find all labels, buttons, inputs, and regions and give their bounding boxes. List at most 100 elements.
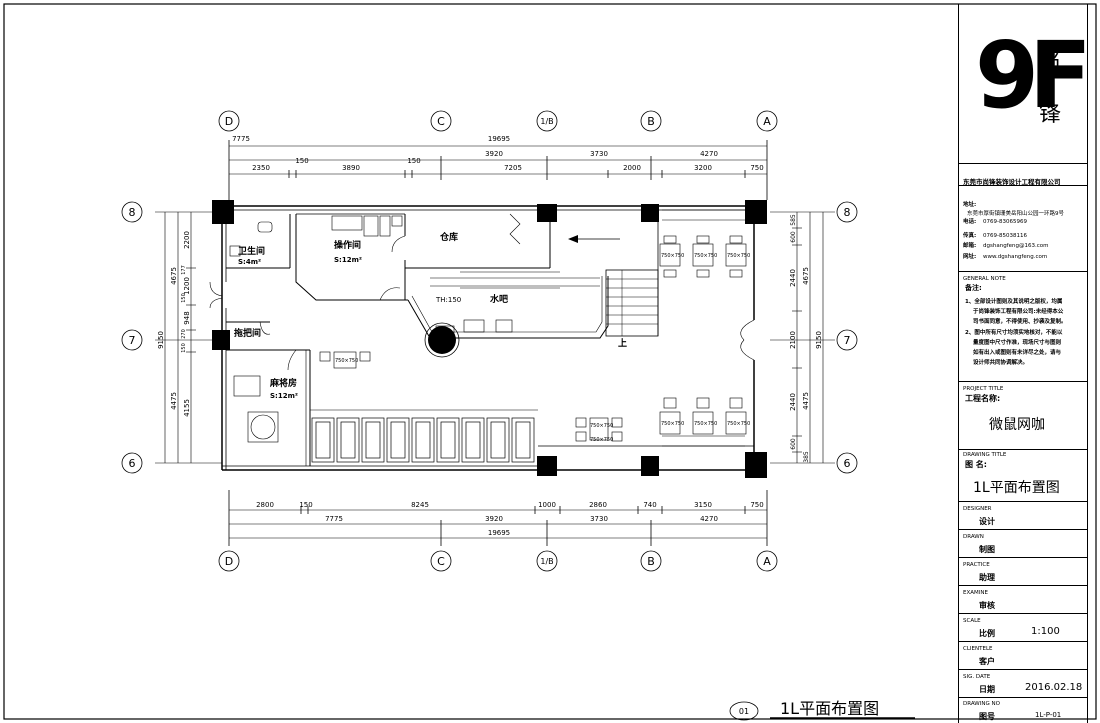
right-dim-385: 385 [803,451,810,463]
room-label-mop: 拖把间 [234,327,261,339]
right-dim-total: 9150 [815,331,823,349]
email-value: dgshangfeng@163.com [983,243,1049,249]
axis-label-c-top: C [437,115,445,128]
drawing-no-cn: 图号 [979,712,995,721]
bottom-dim-2860: 2860 [589,501,607,509]
practice-row: PRACTICE 助理 [959,558,1087,586]
axis-bubbles-bottom: D C 1/B B A [218,550,778,572]
top-dim-4270: 4270 [700,150,718,158]
address-label: 地址: [963,202,977,208]
note-line-4: 2、图中所有尺寸均须实地核对，不能以 [965,330,1063,336]
top-dim-750: 750 [750,164,763,172]
room-area-mahjong: S:12m² [270,392,298,400]
room-label-prep: 操作间 [334,239,361,251]
table-size-8: 750×750 [590,437,613,443]
left-dim-4675: 4675 [170,267,178,285]
right-dim-4675: 4675 [802,267,810,285]
scale-cn: 比例 [979,629,995,638]
logo-area: 9F 尚 锋 [959,4,1092,164]
general-note-en: GENERAL NOTE [963,276,1006,282]
drawing-no-value: 1L-P-01 [1035,711,1062,719]
bottom-dim-750: 750 [750,501,763,509]
drawing-title-en: DRAWING TITLE [963,452,1007,458]
building-walls [209,205,758,471]
top-dim-7205: 7205 [504,164,522,172]
left-dim-4155: 4155 [183,399,191,417]
project-title-area: PROJECT TITLE 工程名称: 微鼠网咖 [959,382,1087,450]
right-dim-600b: 600 [790,438,797,450]
axis-label-6-right: 6 [844,457,851,470]
bottom-dim-150: 150 [299,501,312,509]
left-dim-1200: 1200 [183,277,191,295]
note-line-1: 1、全部设计图则及其说明之版权，均属 [965,299,1063,305]
table-size-3: 750×750 [727,253,750,259]
right-dim-585: 585 [790,214,797,226]
axis-label-1b-bottom: 1/B [540,557,553,566]
room-label-storage: 仓库 [439,231,458,243]
project-name: 微鼠网咖 [989,417,1045,433]
logo-number: 9F [975,22,1092,129]
bottom-dim-7775: 7775 [325,515,343,523]
booth-sofas [311,417,535,463]
bottom-dim-total: 19695 [488,529,510,537]
drawing-frame [3,3,1097,720]
left-dim-2200: 2200 [183,231,191,249]
structural-columns [212,200,767,478]
title-number: 01 [739,707,749,716]
right-dim-600a: 600 [790,231,797,243]
date-cn: 日期 [979,685,995,694]
note-line-7: 设计师共同协调解决。 [973,360,1029,366]
left-dim-150b: 150 [181,343,187,353]
examine-row: EXAMINE 审核 [959,586,1087,614]
drawing-no-en: DRAWING NO [963,701,1000,707]
right-dim-2440a: 2440 [789,269,797,287]
date-value: 2016.02.18 [1025,682,1083,693]
right-dimensions: 585 600 2440 2100 2440 600 385 4675 4475… [770,211,835,464]
fax-label: 传真: [963,233,977,239]
date-row: SIG. DATE 日期 2016.02.18 [959,670,1087,698]
left-dimensions: 9150 4675 4475 2200 1200 948 4155 177 15… [155,211,222,464]
web-label: 网址: [963,254,977,260]
contact-area: 地址: 东莞市厚街镇珊美岳阳山公园一环路9号 电话: 0769-83065969… [959,186,1087,272]
bottom-drawing-title: 01 1L平面布置图 [729,699,915,721]
axis-label-b-bottom: B [647,555,655,568]
bottom-dim-4270: 4270 [700,515,718,523]
bottom-dim-740: 740 [643,501,656,509]
axis-label-7-left: 7 [129,334,136,347]
title-block: 9F 尚 锋 东莞市尚锋装饰设计工程有限公司 地址: 东莞市厚街镇珊美岳阳山公园… [958,4,1092,723]
fixtures [229,215,513,443]
drawing-title-cn: 图 名: [965,460,987,469]
top-dim-3730: 3730 [590,150,608,158]
note-line-2: 于尚锋装饰工程有限公司:未经得本公 [973,309,1064,315]
fax-value: 0769-85038116 [983,233,1027,239]
left-dim-total: 9150 [157,331,165,349]
top-dimensions: 7775 19695 3920 3730 4270 2350 150 3890 … [228,135,768,200]
bottom-dim-1000: 1000 [538,501,556,509]
date-en: SIG. DATE [963,674,991,680]
company-row: 东莞市尚锋装饰设计工程有限公司 [959,164,1087,186]
general-note-area: GENERAL NOTE 备注: 1、全部设计图则及其说明之版权，均属 于尚锋装… [959,272,1087,382]
right-dim-2100: 2100 [789,331,797,349]
scale-en: SCALE [963,618,981,624]
drawing-title-area: DRAWING TITLE 图 名: 1L平面布置图 [959,450,1087,502]
axis-label-7-right: 7 [844,334,851,347]
bottom-dim-8245: 8245 [411,501,429,509]
axis-label-8-right: 8 [844,206,851,219]
practice-cn: 助理 [979,573,995,582]
designer-row: DESIGNER 设计 [959,502,1087,530]
bottom-dimensions: 2800 150 8245 1000 2860 740 3150 750 777… [228,490,768,546]
table-size-1: 750×750 [661,253,684,259]
note-line-3: 司书面同意，不得使用、抄袭及复制。 [973,319,1067,325]
left-dim-948: 948 [183,311,191,324]
left-dim-4475: 4475 [170,392,178,410]
left-dim-177: 177 [181,265,187,275]
top-dim-2000: 2000 [623,164,641,172]
examine-cn: 审核 [979,601,995,610]
axis-label-c-bottom: C [437,555,445,568]
bottom-dim-3150: 3150 [694,501,712,509]
email-label: 邮箱: [963,243,977,249]
designer-en: DESIGNER [963,506,992,512]
bottom-dim-2800: 2800 [256,501,274,509]
top-dim-3200: 3200 [694,164,712,172]
right-dim-4475: 4475 [802,392,810,410]
